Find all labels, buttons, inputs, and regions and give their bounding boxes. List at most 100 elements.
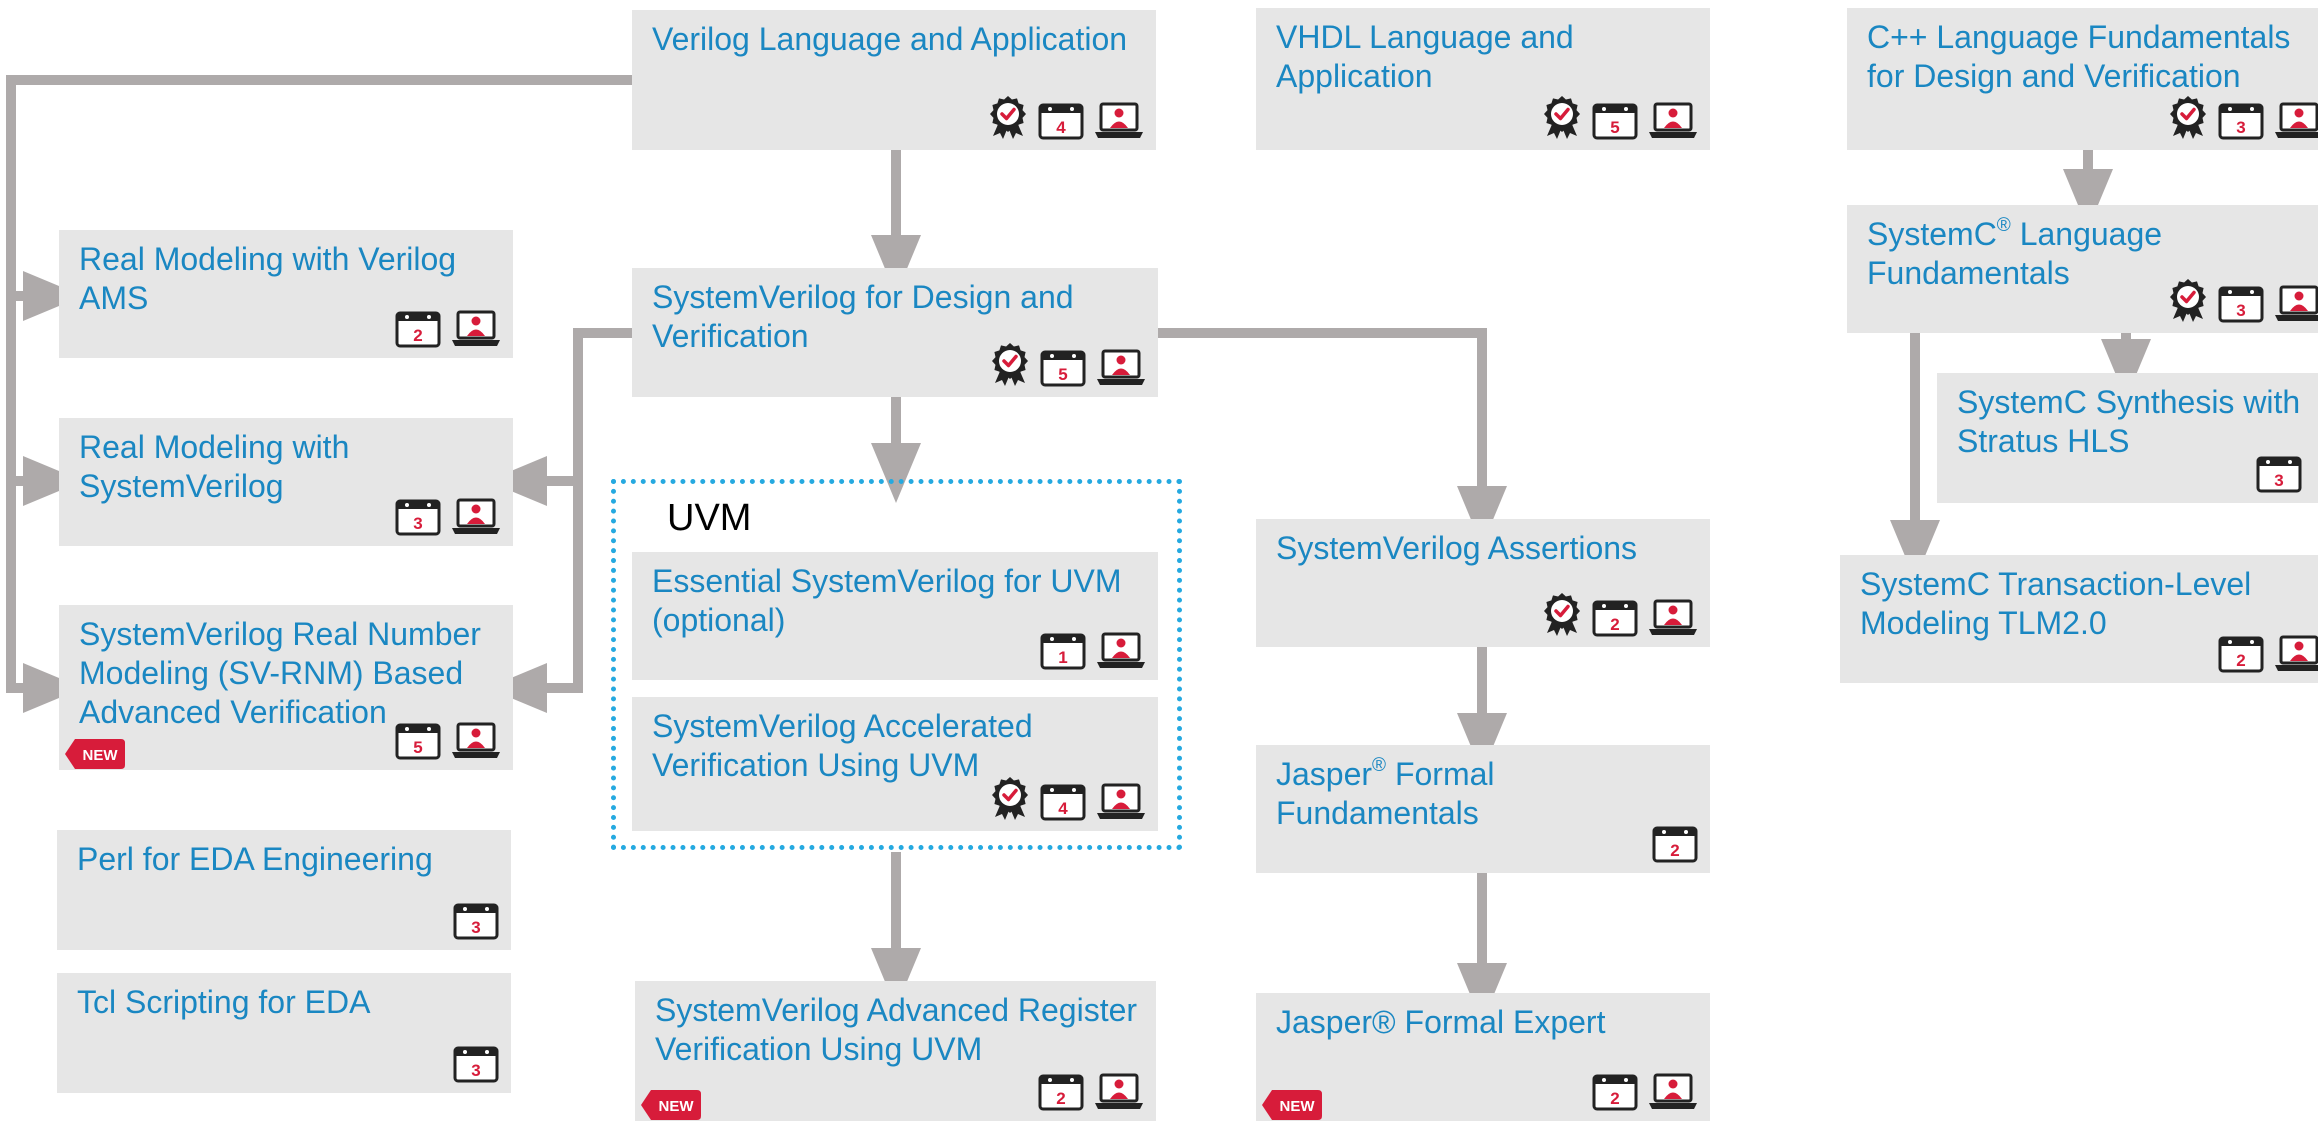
course-title: Real Modeling with SystemVerilog — [79, 429, 350, 504]
calendar-icon: 2 — [1592, 1074, 1638, 1111]
course-duration-days: 3 — [2274, 471, 2283, 490]
course-duration-days: 2 — [1610, 1089, 1619, 1108]
course-duration-days: 3 — [413, 514, 422, 533]
course-duration-days: 1 — [1058, 648, 1067, 667]
course-duration-days: 5 — [413, 738, 422, 757]
calendar-icon: 2 — [2218, 636, 2264, 673]
laptop-icon — [1095, 1073, 1143, 1109]
course-title: SystemC Synthesis with Stratus HLS — [1957, 384, 2301, 459]
laptop-icon — [1097, 349, 1145, 385]
arrow-sv-dv-to-assertions — [1158, 328, 1507, 546]
course-title: SystemC Transaction-Level Modeling TLM2.… — [1860, 566, 2252, 641]
calendar-icon: 3 — [2218, 103, 2264, 140]
laptop-icon — [1649, 599, 1697, 635]
laptop-icon — [1095, 102, 1143, 138]
course-title: SystemVerilog Advanced Register Verifica… — [655, 992, 1138, 1067]
laptop-icon — [1649, 1073, 1697, 1109]
course-duration-days: 2 — [1610, 615, 1619, 634]
course-verilog[interactable]: Verilog Language and Application 4 — [632, 10, 1156, 150]
course-duration-days: 5 — [1610, 118, 1619, 137]
course-title: Real Modeling with Verilog AMS — [79, 241, 457, 316]
course-systemverilog-advanced-register-uvm[interactable]: SystemVerilog Advanced Register Verifica… — [635, 981, 1156, 1121]
course-duration-days: 2 — [1670, 841, 1679, 860]
course-duration-days: 2 — [2236, 651, 2245, 670]
course-title: SystemVerilog Accelerated Verification U… — [652, 708, 1033, 783]
course-tcl-scripting[interactable]: Tcl Scripting for EDA 3 — [57, 973, 511, 1093]
course-systemc-synthesis[interactable]: SystemC Synthesis with Stratus HLS 3 — [1937, 373, 2318, 503]
course-essential-systemverilog-uvm[interactable]: Essential SystemVerilog for UVM (optiona… — [632, 552, 1158, 680]
course-real-modeling-systemverilog[interactable]: Real Modeling with SystemVerilog 3 — [59, 418, 513, 546]
calendar-icon: 5 — [1592, 103, 1638, 140]
course-duration-days: 2 — [413, 326, 422, 345]
course-systemverilog-rnm[interactable]: SystemVerilog Real Number Modeling (SV-R… — [59, 605, 513, 770]
calendar-icon: 3 — [395, 499, 441, 536]
course-duration-days: 4 — [1056, 118, 1066, 137]
calendar-icon: 5 — [1040, 350, 1086, 387]
calendar-icon: 2 — [395, 311, 441, 348]
course-title: SystemVerilog for Design and Verificatio… — [652, 279, 1074, 354]
laptop-icon — [1097, 783, 1145, 819]
certificate-icon — [992, 777, 1028, 820]
calendar-icon: 4 — [1040, 784, 1086, 821]
course-systemc-language[interactable]: SystemC® Language Fundamentals 3 — [1847, 205, 2318, 333]
course-duration-days: 3 — [471, 918, 480, 937]
certificate-icon — [990, 96, 1026, 139]
course-title: Essential SystemVerilog for UVM (optiona… — [652, 563, 1122, 638]
uvm-group-label: UVM — [667, 497, 752, 539]
course-real-modeling-verilog-ams[interactable]: Real Modeling with Verilog AMS 2 — [59, 230, 513, 358]
course-systemc-tlm[interactable]: SystemC Transaction-Level Modeling TLM2.… — [1840, 555, 2318, 683]
certificate-icon — [1544, 96, 1580, 139]
laptop-icon — [2275, 635, 2318, 671]
course-title: SystemVerilog Assertions — [1276, 530, 1638, 566]
certificate-icon — [1544, 593, 1580, 636]
laptop-icon — [452, 310, 500, 346]
new-badge: NEW — [641, 1090, 701, 1120]
calendar-icon: 2 — [1592, 600, 1638, 637]
certificate-icon — [992, 343, 1028, 386]
laptop-icon — [1097, 632, 1145, 668]
course-duration-days: 2 — [1056, 1089, 1065, 1108]
course-duration-days: 3 — [471, 1061, 480, 1080]
course-jasper-formal-expert[interactable]: Jasper® Formal Expert 2 NEW — [1256, 993, 1710, 1121]
course-title: Jasper® Formal Expert — [1276, 1004, 1606, 1040]
arrow-verilog-to-left-trunk — [6, 75, 632, 713]
course-title: Perl for EDA Engineering — [77, 841, 433, 877]
course-systemverilog-assertions[interactable]: SystemVerilog Assertions 2 — [1256, 519, 1710, 647]
course-perl-eda[interactable]: Perl for EDA Engineering 3 — [57, 830, 511, 950]
calendar-icon: 2 — [1652, 826, 1698, 863]
calendar-icon: 1 — [1040, 633, 1086, 670]
course-vhdl[interactable]: VHDL Language and Application 5 — [1256, 8, 1710, 150]
laptop-icon — [452, 498, 500, 534]
course-duration-days: 4 — [1058, 799, 1068, 818]
calendar-icon: 3 — [453, 1046, 499, 1083]
course-title: Verilog Language and Application — [652, 21, 1128, 57]
calendar-icon: 2 — [1038, 1074, 1084, 1111]
course-title: VHDL Language and Application — [1276, 19, 1574, 94]
laptop-icon — [2275, 102, 2318, 138]
course-jasper-formal-fundamentals[interactable]: Jasper® Formal Fundamentals 2 — [1256, 745, 1710, 873]
calendar-icon: 5 — [395, 723, 441, 760]
course-duration-days: 3 — [2236, 118, 2245, 137]
certificate-icon — [2170, 96, 2206, 139]
course-title: Jasper® Formal Fundamentals — [1276, 755, 1495, 831]
calendar-icon: 3 — [453, 903, 499, 940]
new-badge: NEW — [65, 739, 125, 769]
calendar-icon: 3 — [2218, 286, 2264, 323]
course-title: C++ Language Fundamentals for Design and… — [1867, 19, 2291, 94]
course-systemverilog-accelerated-uvm[interactable]: SystemVerilog Accelerated Verification U… — [632, 697, 1158, 831]
uvm-group-frame — [611, 479, 1182, 850]
calendar-icon: 4 — [1038, 103, 1084, 140]
arrow-sv-dv-to-left-branch — [487, 328, 632, 713]
course-title: Tcl Scripting for EDA — [77, 984, 371, 1020]
course-title: SystemC® Language Fundamentals — [1867, 215, 2163, 291]
new-badge-label: NEW — [83, 747, 119, 764]
course-duration-days: 3 — [2236, 301, 2245, 320]
course-cpp[interactable]: C++ Language Fundamentals for Design and… — [1847, 8, 2318, 150]
new-badge-label: NEW — [659, 1098, 695, 1115]
laptop-icon — [452, 722, 500, 758]
calendar-icon: 3 — [2256, 456, 2302, 493]
laptop-icon — [2275, 285, 2318, 321]
new-badge-label: NEW — [1280, 1098, 1316, 1115]
course-systemverilog-design-verification[interactable]: SystemVerilog for Design and Verificatio… — [632, 268, 1158, 397]
